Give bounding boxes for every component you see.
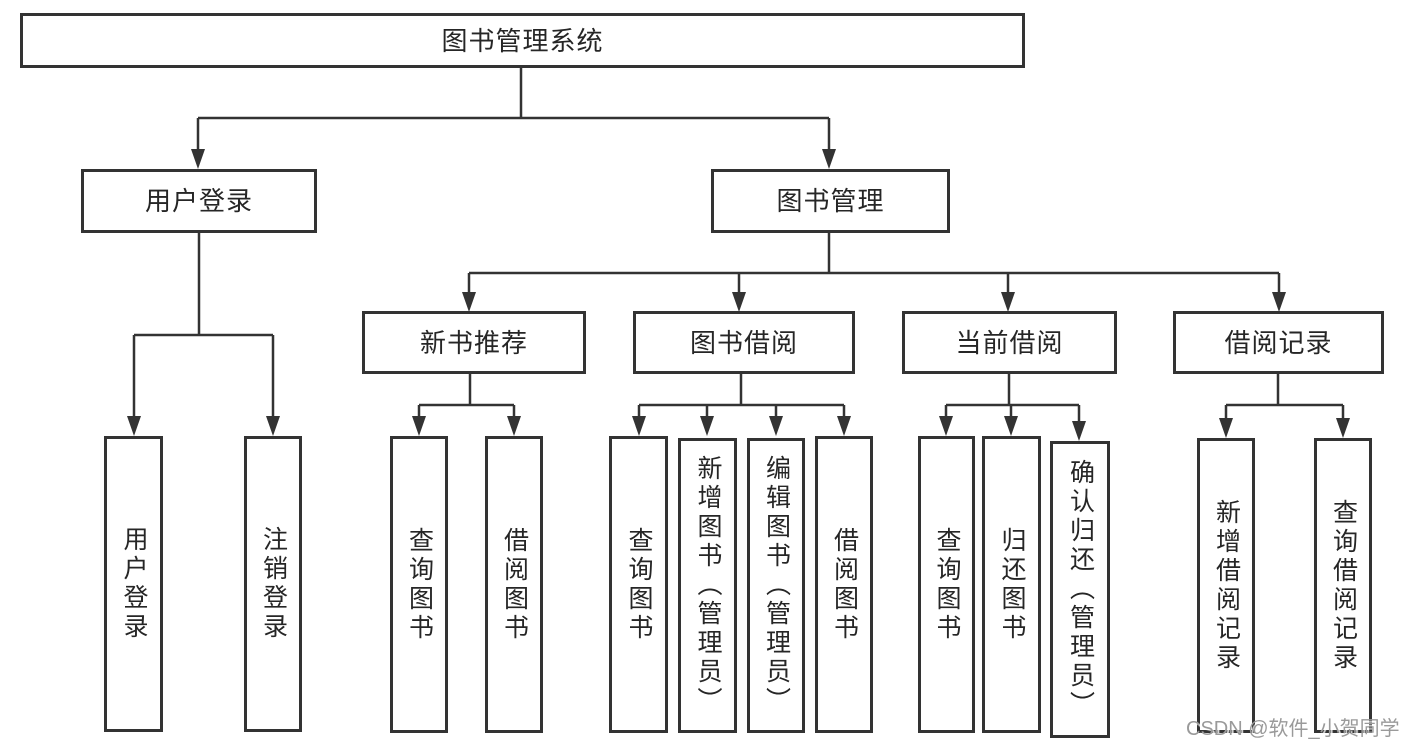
connector-borrowing-records-to-leaves: [1224, 374, 1345, 419]
leaf-edit-books-admin: 编辑图书（管理员）: [747, 438, 805, 733]
arrowheads: [127, 149, 1350, 441]
arrowhead: [700, 416, 714, 436]
arrowhead: [732, 292, 746, 312]
connector-current-borrowing-to-leaves: [944, 374, 1081, 422]
leaf-borrow-books-recommend: 借阅图书: [485, 436, 543, 733]
arrowhead: [412, 416, 426, 436]
leaf-query-borrow-record: 查询借阅记录: [1314, 438, 1372, 733]
arrowhead: [1219, 418, 1233, 438]
arrowhead: [462, 292, 476, 312]
node-label: 查询图书: [625, 526, 653, 643]
arrowhead: [939, 416, 953, 436]
node-label: 图书借阅: [689, 327, 798, 358]
node-label: 查询图书: [405, 526, 434, 643]
arrowhead: [507, 416, 521, 436]
node-label: 查询图书: [933, 526, 961, 643]
connector-user-login-to-leaves: [132, 233, 275, 417]
node-label: 借阅记录: [1224, 327, 1333, 358]
node-label: 图书管理系统: [441, 25, 604, 56]
arrowhead: [127, 416, 141, 436]
node-label: 新书推荐: [419, 327, 528, 358]
arrowhead: [1004, 416, 1018, 436]
arrowhead: [191, 149, 205, 169]
arrowhead: [822, 149, 836, 169]
connector-new-book-recommend-to-leaves: [417, 374, 516, 417]
node-label: 确认归还（管理员）: [1066, 459, 1095, 720]
arrowhead: [632, 416, 646, 436]
node-library-management-system: 图书管理系统: [20, 13, 1025, 68]
arrowhead: [1336, 418, 1350, 438]
arrowhead: [837, 416, 851, 436]
node-label: 当前借阅: [955, 327, 1064, 358]
csdn-watermark: CSDN @软件_小贺同学: [1186, 718, 1400, 740]
leaf-logout: 注销登录: [244, 436, 302, 732]
node-label: 借阅图书: [500, 526, 529, 643]
node-user-login: 用户登录: [81, 169, 317, 233]
leaf-borrow-books: 借阅图书: [815, 436, 873, 733]
node-label: 归还图书: [998, 526, 1026, 643]
node-label: 查询借阅记录: [1329, 498, 1358, 673]
arrowhead: [1272, 292, 1286, 312]
leaf-query-books-recommend: 查询图书: [390, 436, 448, 733]
node-label: 借阅图书: [830, 526, 859, 643]
connector-book-borrowing-to-leaves: [637, 374, 846, 417]
leaf-query-books-borrowing: 查询图书: [609, 436, 668, 733]
node-label: 编辑图书（管理员）: [762, 455, 791, 716]
node-current-borrowing: 当前借阅: [902, 311, 1117, 374]
node-label: 用户登录: [144, 186, 253, 216]
leaf-confirm-return-admin: 确认归还（管理员）: [1050, 441, 1110, 738]
leaf-add-books-admin: 新增图书（管理员）: [678, 438, 737, 733]
leaf-add-borrow-record: 新增借阅记录: [1197, 438, 1255, 733]
node-book-management: 图书管理: [711, 169, 950, 233]
node-book-borrowing: 图书借阅: [633, 311, 855, 374]
node-label: 新增图书（管理员）: [694, 455, 722, 716]
node-borrowing-records: 借阅记录: [1173, 311, 1384, 374]
connector-root-to-level2: [196, 68, 831, 150]
leaf-user-login: 用户登录: [104, 436, 163, 732]
node-label: 新增借阅记录: [1212, 498, 1241, 673]
node-new-book-recommend: 新书推荐: [362, 311, 586, 374]
leaf-return-books: 归还图书: [982, 436, 1041, 733]
leaf-query-books-current: 查询图书: [918, 436, 975, 733]
connector-book-management-to-level3: [467, 232, 1281, 293]
arrowhead: [266, 416, 280, 436]
arrowhead: [1072, 421, 1086, 441]
node-label: 用户登录: [120, 526, 148, 642]
node-label: 图书管理: [776, 186, 885, 216]
arrowhead: [1001, 292, 1015, 312]
node-label: 注销登录: [259, 526, 288, 642]
arrowhead: [769, 416, 783, 436]
